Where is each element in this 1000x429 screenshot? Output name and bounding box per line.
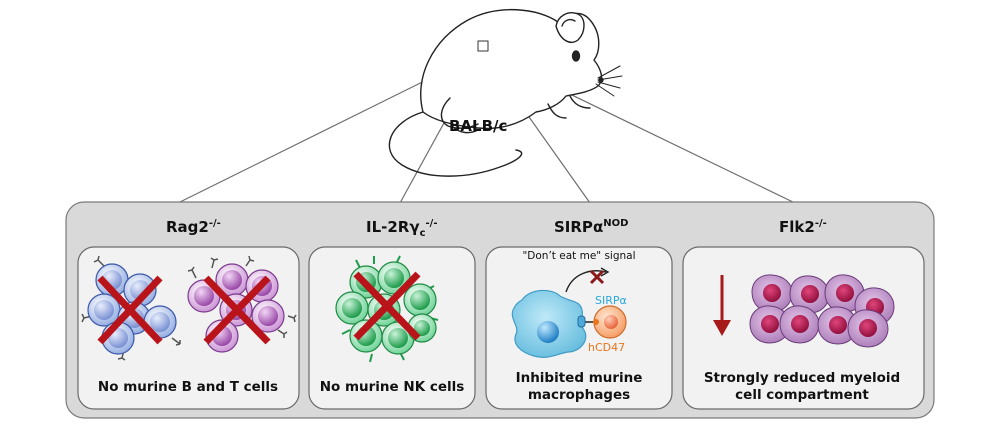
panel-titles: Rag2-/- IL-2Rγc-/- SIRPαNOD Flk2-/- <box>166 218 827 239</box>
sirpa-label: SIRPα <box>595 294 627 307</box>
hcd47-label: hCD47 <box>588 341 625 354</box>
panel-title-sirpa: SIRPαNOD <box>554 218 628 236</box>
strain-label: BALB/c <box>449 117 507 135</box>
macrophage-interaction <box>511 267 627 358</box>
red-cross-icon <box>97 275 163 345</box>
down-arrow-icon <box>713 275 731 336</box>
t-cell-cluster <box>187 255 297 353</box>
myeloid-cell <box>751 274 793 313</box>
red-cross-icon <box>353 271 421 341</box>
b-cell-cluster <box>81 255 181 361</box>
panel-title-rag2: Rag2-/- <box>166 218 221 236</box>
panel-title-flk2: Flk2-/- <box>779 218 827 236</box>
myeloid-cell <box>779 305 820 344</box>
caption-sirpa-line1: Inhibited murine <box>516 370 643 386</box>
panel-title-il2rgc: IL-2Rγc-/- <box>366 218 437 239</box>
caption-il2rgc: No murine NK cells <box>320 379 465 395</box>
myeloid-cell-group <box>749 274 895 348</box>
caption-flk2-line1: Strongly reduced myeloid <box>704 370 900 386</box>
red-cross-icon <box>203 275 271 345</box>
myeloid-cell <box>817 306 858 345</box>
caption-flk2-line2: cell compartment <box>735 387 869 403</box>
caption-rag2: No murine B and T cells <box>98 379 278 395</box>
signal-label: "Don’t eat me" signal <box>522 250 635 262</box>
nk-cell-cluster <box>335 255 439 363</box>
mouse-illustration <box>388 9 623 177</box>
caption-sirpa-line2: macrophages <box>528 387 630 403</box>
myeloid-cell <box>847 309 889 348</box>
blocked-signal-icon <box>589 269 605 285</box>
